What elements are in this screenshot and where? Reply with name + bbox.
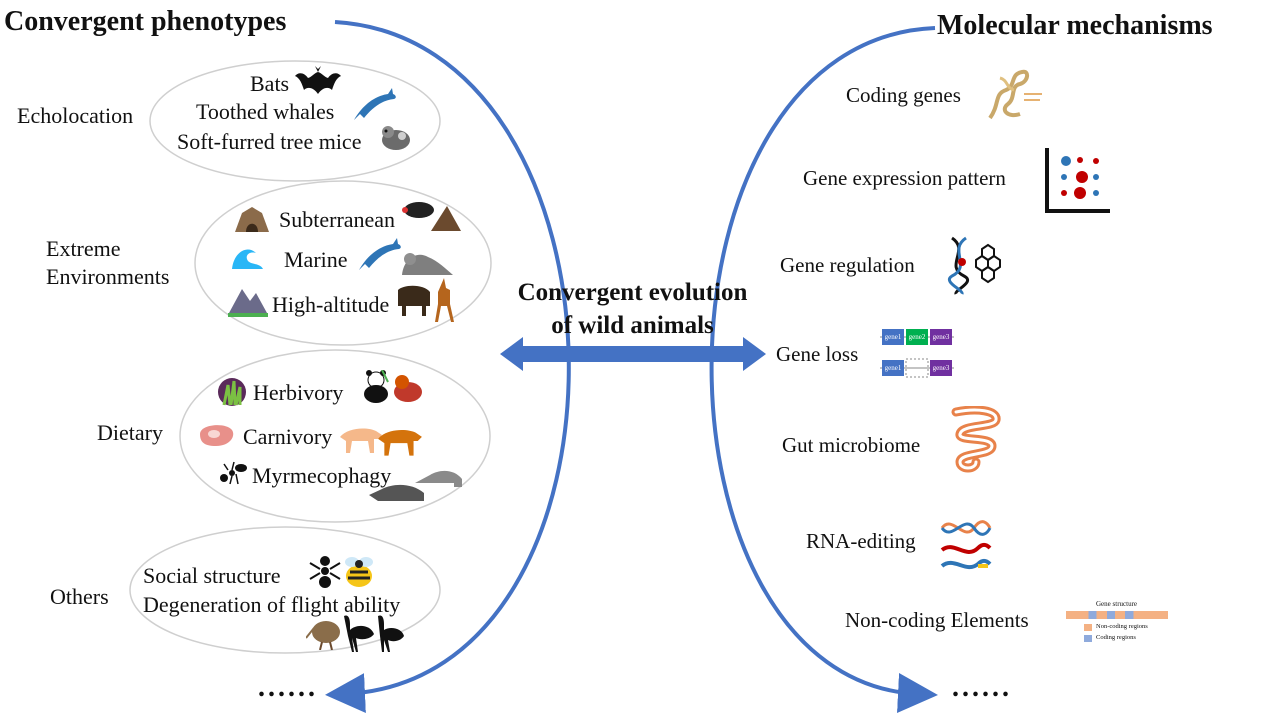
mech-rna-editing: RNA-editing (806, 529, 916, 553)
red-panda-icon (394, 375, 422, 402)
center-title-line2: of wild animals (551, 312, 714, 339)
antelope-icon (435, 278, 454, 322)
gene1-box-lost: gene1 (882, 360, 904, 376)
left-more-ellipsis: ...... (258, 672, 318, 703)
tiger-icon (378, 430, 422, 456)
gene-structure-title: Gene structure (1096, 600, 1138, 608)
mech-gene-loss: Gene loss (776, 342, 859, 366)
item-herbivory: Herbivory (253, 380, 344, 405)
item-carnivory: Carnivory (243, 424, 333, 449)
category-extreme-line2: Environments (46, 264, 170, 289)
dietary-ellipse (179, 349, 491, 523)
kiwi-icon (306, 621, 340, 650)
item-bats: Bats (250, 71, 290, 96)
bee-icon (345, 557, 373, 587)
mountain-icon (228, 289, 268, 317)
cassowary-icon (378, 615, 404, 652)
lion-icon (340, 428, 382, 453)
ostrich-icon (344, 615, 374, 652)
mech-coding-genes: Coding genes (846, 83, 961, 107)
category-echolocation: Echolocation (17, 103, 134, 128)
gene-structure-bar (1066, 611, 1168, 619)
worker-ant-icon (309, 556, 341, 588)
tree-mouse-icon (382, 126, 410, 150)
gene-structure-diagram: Gene structure Non-coding regions Coding… (1066, 600, 1170, 648)
mech-non-coding: Non-coding Elements (845, 608, 1029, 632)
item-social-structure: Social structure (143, 563, 281, 588)
category-extreme-line1: Extreme (46, 236, 121, 261)
coding-swatch (1084, 635, 1092, 642)
mech-expression-pattern: Gene expression pattern (803, 166, 1006, 190)
noncoding-swatch (1084, 624, 1092, 631)
noncoding-label: Non-coding regions (1096, 623, 1148, 630)
gene2-box: gene2 (906, 329, 928, 345)
grass-icon (218, 378, 246, 406)
mech-gut-microbiome: Gut microbiome (782, 433, 921, 457)
item-subterranean: Subterranean (279, 207, 396, 232)
center-title-line1: Convergent evolution (517, 279, 748, 306)
marine-dolphin-icon (359, 238, 401, 270)
extreme-env-ellipse (194, 180, 492, 346)
gene3-box: gene3 (930, 329, 952, 345)
panda-icon (364, 370, 389, 403)
bat-icon (295, 66, 341, 94)
mech-gene-regulation: Gene regulation (780, 253, 915, 277)
dna-regulation-icon (948, 236, 1001, 295)
expression-plot-icon (1045, 148, 1110, 213)
intestine-icon (951, 406, 1001, 473)
item-toothed-whales: Toothed whales (196, 99, 335, 124)
gene3-box-lost: gene3 (930, 360, 952, 376)
yak-icon (398, 285, 430, 316)
coding-label: Coding regions (1096, 634, 1136, 641)
right-heading: Molecular mechanisms (937, 10, 1213, 41)
ant-icon (220, 461, 247, 485)
category-others: Others (50, 584, 109, 609)
meat-icon (200, 425, 234, 446)
echolocation-ellipse (149, 60, 441, 182)
center-double-arrow (500, 337, 766, 371)
gene-loss-diagram: gene1 gene2 gene3 gene1 gene3 (880, 326, 954, 380)
item-flight-degeneration: Degeneration of flight ability (143, 592, 401, 617)
anteater-icon (415, 470, 462, 487)
dolphin-icon (354, 88, 396, 120)
item-high-altitude: High-altitude (272, 292, 390, 317)
wave-icon (232, 249, 263, 269)
center-title: Convergent evolution of wild animals (490, 276, 775, 342)
item-soft-furred-tree-mice: Soft-furred tree mice (177, 129, 362, 154)
item-myrmecophagy: Myrmecophagy (252, 463, 392, 488)
protein-structure-icon (988, 69, 1042, 120)
category-dietary: Dietary (97, 420, 163, 445)
pangolin-icon (369, 484, 424, 501)
cave-icon (235, 207, 269, 232)
item-marine: Marine (284, 247, 348, 272)
walrus-icon (402, 253, 453, 275)
others-ellipse (129, 526, 441, 654)
mole-icon (402, 202, 461, 231)
rna-editing-icon (940, 520, 992, 570)
gene1-box: gene1 (882, 329, 904, 345)
right-more-ellipsis: ...... (952, 672, 1012, 703)
left-heading: Convergent phenotypes (4, 6, 287, 37)
